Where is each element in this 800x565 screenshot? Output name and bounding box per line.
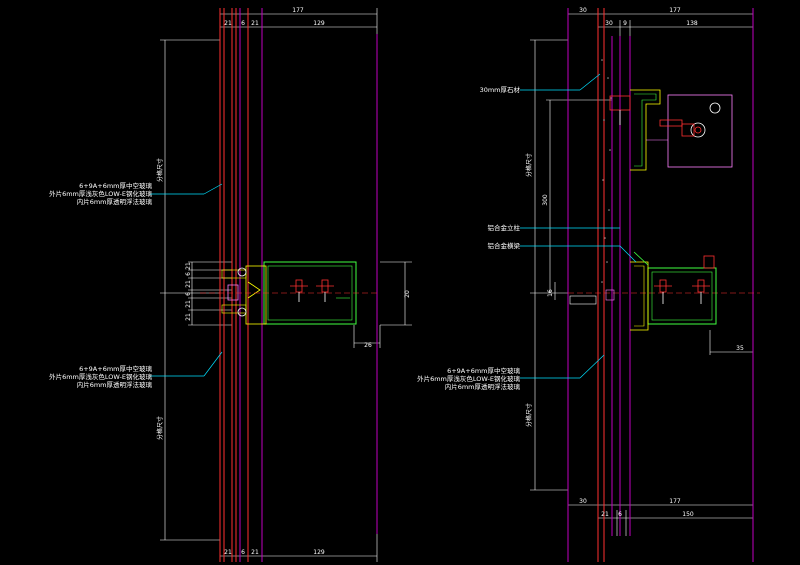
left-leader-lines <box>150 183 223 377</box>
right-bottom-dim-2: 21 <box>601 511 609 518</box>
left-bottom-dim-0: 21 <box>224 549 232 556</box>
left-annotations: 6+9A+6mm厚中空玻璃 外片6mm厚浅灰色LOW-E钢化玻璃 内片6mm厚透… <box>49 181 152 389</box>
right-bottom-dim-1: 177 <box>669 498 681 505</box>
right-annotation-1: 外片6mm厚浅灰色LOW-E钢化玻璃 <box>417 374 520 383</box>
left-annotation-lower-2: 内片6mm厚透明浮法玻璃 <box>77 380 153 389</box>
left-side-dim-2: 21 <box>185 280 192 288</box>
right-bottom-dim-3: 6 <box>618 511 622 518</box>
left-vertical-label-bottom: 分格尺寸 <box>156 416 164 440</box>
left-detail: 177 21 6 21 129 21 6 21 129 21 6 21 6 21… <box>49 7 412 562</box>
right-small-dim: 16 <box>547 289 554 297</box>
right-annotations: 30mm厚石材 铝合金立柱 铝合金横梁 6+9A+6mm厚中空玻璃 外片6mm厚… <box>417 85 520 391</box>
left-offset-dim: 26 <box>364 342 372 349</box>
left-vertical-label-top: 分格尺寸 <box>156 158 164 182</box>
left-top-dim-2: 6 <box>241 20 245 27</box>
transom-label: 铝合金横梁 <box>488 241 521 250</box>
right-annotation-2: 内片6mm厚透明浮法玻璃 <box>445 382 521 391</box>
right-top-dim-2: 30 <box>605 20 613 27</box>
right-bottom-dim-4: 150 <box>682 511 694 518</box>
left-top-dim-0: 177 <box>292 7 304 14</box>
left-side-dim-3: 6 <box>185 292 192 296</box>
stone-texture <box>601 59 612 283</box>
right-top-dim-0: 30 <box>579 7 587 14</box>
right-height-dim: 300 <box>542 194 549 206</box>
left-annotation-lower-1: 外片6mm厚浅灰色LOW-E钢化玻璃 <box>49 372 152 381</box>
left-side-dim-4: 21 <box>185 300 192 308</box>
right-vertical-label-top: 分格尺寸 <box>525 153 533 177</box>
left-annotation-upper-1: 外片6mm厚浅灰色LOW-E钢化玻璃 <box>49 189 152 198</box>
right-vertical-label-bottom: 分格尺寸 <box>525 403 533 427</box>
right-top-dim-1: 177 <box>669 7 681 14</box>
stone-label: 30mm厚石材 <box>480 85 521 94</box>
mullion-label: 铝合金立柱 <box>488 223 521 232</box>
left-dim-texts: 177 21 6 21 129 21 6 21 129 21 6 21 6 21… <box>156 7 411 556</box>
left-side-dim-0: 21 <box>185 262 192 270</box>
left-bottom-dim-1: 6 <box>241 549 245 556</box>
right-dim-texts: 30 177 30 9 138 30 177 21 6 150 300 16 3… <box>525 7 744 518</box>
right-detail: 30 177 30 9 138 30 177 21 6 150 300 16 3… <box>417 7 760 562</box>
left-bottom-dim-2: 21 <box>251 549 259 556</box>
left-top-dim-4: 129 <box>313 20 325 27</box>
left-bottom-dim-3: 129 <box>313 549 325 556</box>
left-side-dim-5: 21 <box>185 313 192 321</box>
left-annotation-upper-2: 内片6mm厚透明浮法玻璃 <box>77 197 153 206</box>
right-leader-lines <box>520 73 637 379</box>
right-top-dim-3: 9 <box>623 20 627 27</box>
left-top-dim-3: 21 <box>251 20 259 27</box>
left-side-dim-1: 6 <box>185 272 192 276</box>
left-annotation-upper-0: 6+9A+6mm厚中空玻璃 <box>79 181 152 190</box>
right-offset-dim: 35 <box>736 345 744 352</box>
left-top-dim-1: 21 <box>224 20 232 27</box>
right-top-dim-4: 138 <box>686 20 698 27</box>
left-annotation-lower-0: 6+9A+6mm厚中空玻璃 <box>79 364 152 373</box>
upper-bracket <box>609 89 733 171</box>
right-bottom-dim-0: 30 <box>579 498 587 505</box>
left-joint-profile <box>200 261 380 325</box>
transom-profile <box>569 251 717 331</box>
right-annotation-0: 6+9A+6mm厚中空玻璃 <box>447 366 520 375</box>
left-right-dim: 20 <box>404 290 411 298</box>
